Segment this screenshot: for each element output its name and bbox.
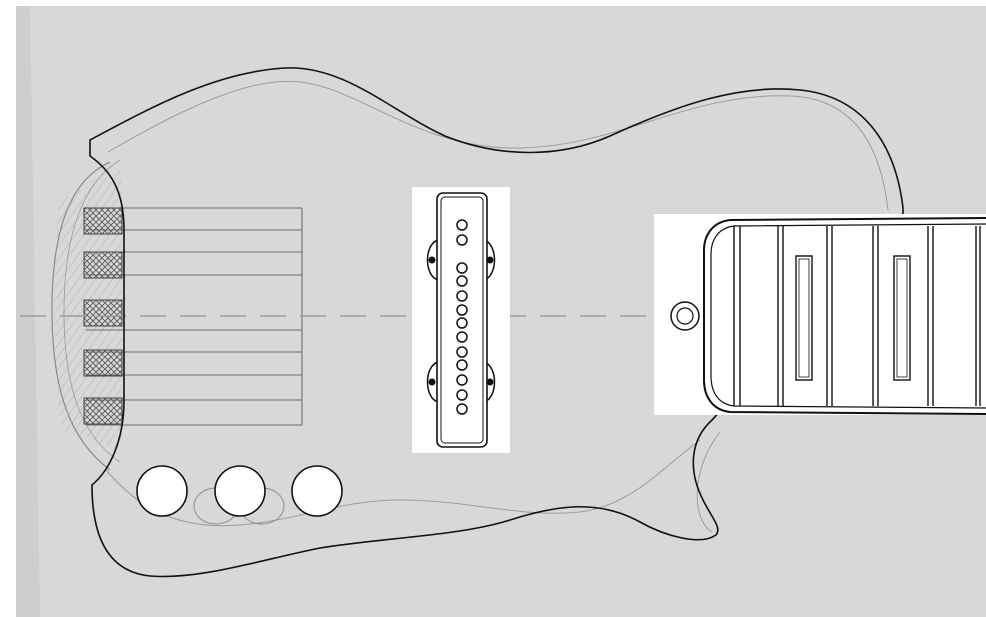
bridge-tailpiece	[654, 214, 986, 415]
left-white-strip	[0, 0, 16, 617]
hatched-block	[83, 207, 123, 235]
pole-pieces	[456, 219, 468, 415]
hatched-block	[83, 251, 123, 279]
single-coil-pickup	[412, 187, 510, 453]
blend-knob	[291, 465, 343, 517]
top-white-strip	[0, 0, 986, 6]
tone-knob	[214, 465, 266, 517]
hatched-block	[83, 299, 123, 327]
volume-knob	[136, 465, 188, 517]
pencil-inner-body-outline	[105, 80, 889, 533]
hatched-block	[83, 349, 123, 377]
pencil-rear-arc	[51, 161, 111, 471]
hatched-block	[83, 397, 123, 425]
left-paper-shadow	[16, 6, 40, 617]
control-knobs	[136, 465, 343, 525]
guitar-body-outline	[89, 67, 904, 578]
hatched-anchor-blocks	[83, 207, 123, 425]
